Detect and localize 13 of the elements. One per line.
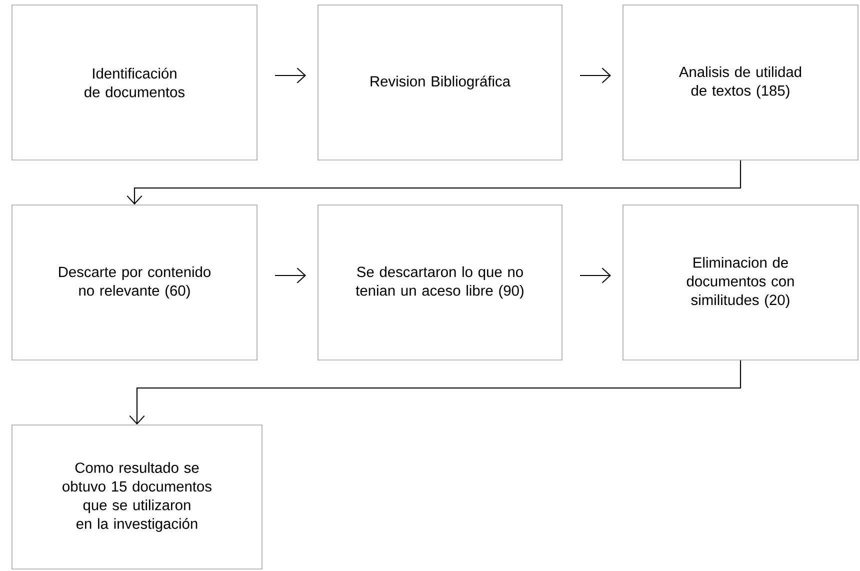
process-box: Identificación de documentos [12,4,258,160]
arrow [275,68,306,84]
process-box: Analisis de utilidad de textos (185) [622,4,858,160]
process-box: Revision Bibliográfica [318,4,562,160]
arrow [580,268,611,284]
process-box: Se descartaron lo que no tenian un aceso libre (90) [318,204,562,360]
process-box: Como resultado se obtuvo 15 documentos que se utilizaron en la investigación [12,424,262,570]
process-box: Descarte por contenido no relevante (60) [12,204,258,360]
arrow [275,268,306,284]
arrow [126,160,742,205]
arrow [580,68,611,84]
process-box: Eliminacion de documentos con similitudes (20) [622,204,858,360]
arrow [129,360,742,425]
